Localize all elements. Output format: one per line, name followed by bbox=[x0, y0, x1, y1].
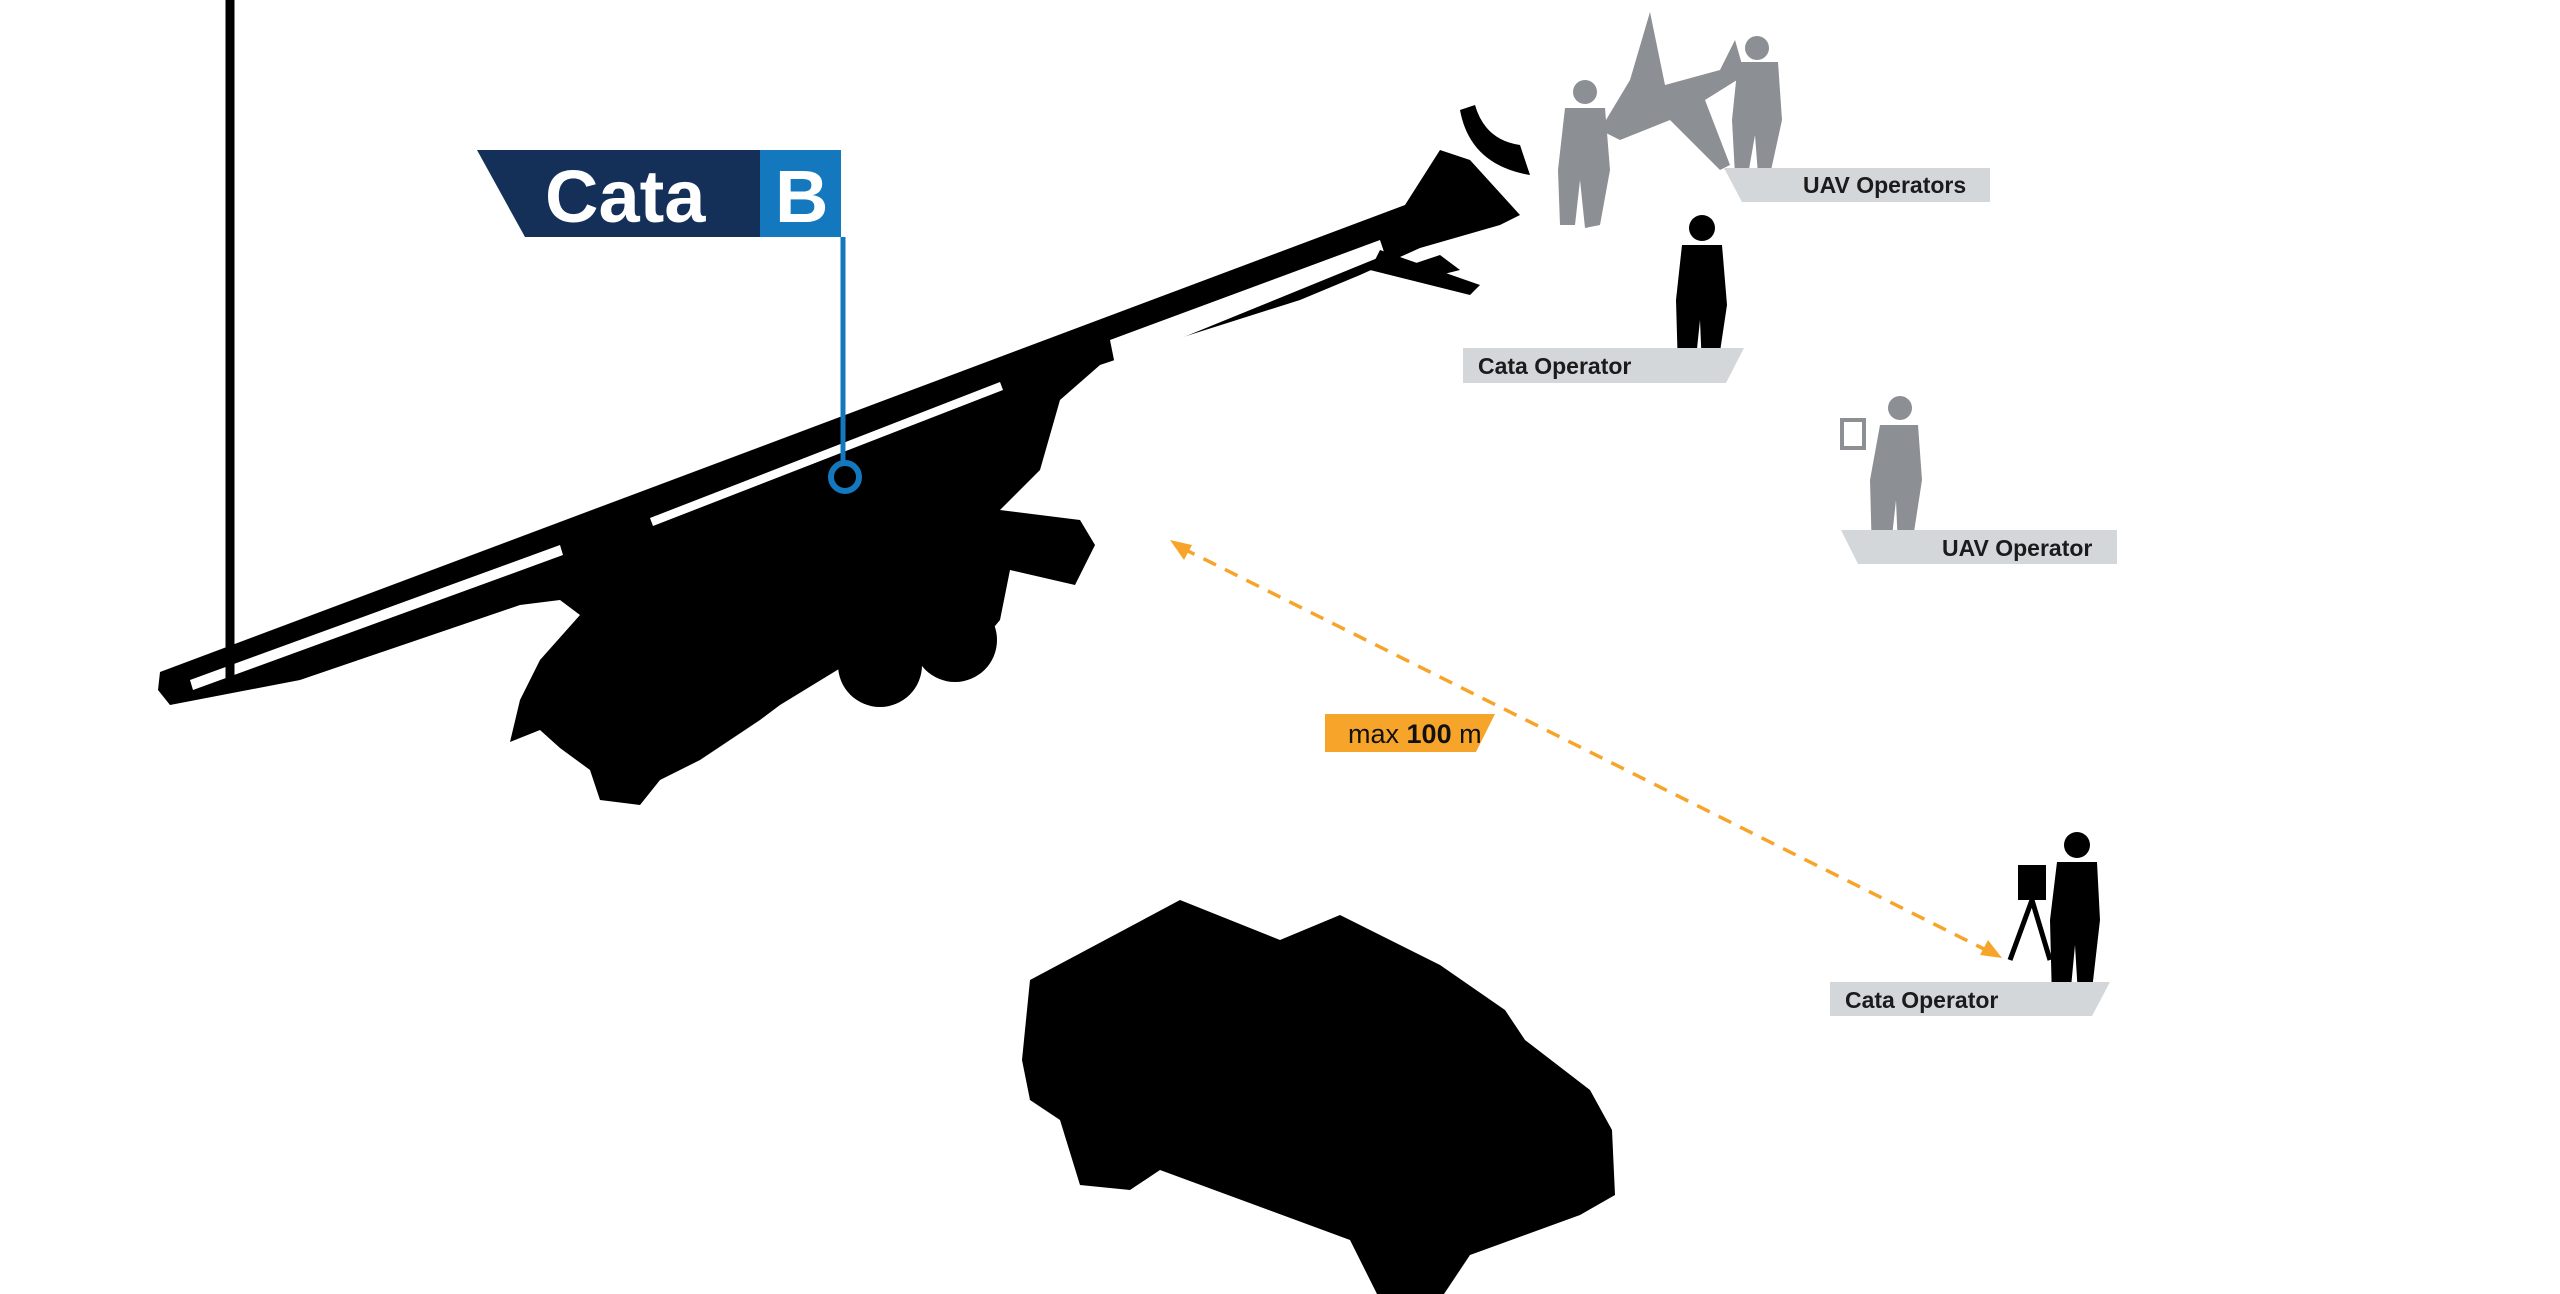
arrowhead-start-icon bbox=[1170, 540, 1192, 560]
role-label-uav-operator: UAV Operator bbox=[1841, 530, 2117, 564]
distance-indicator: max 100 m bbox=[1170, 540, 2002, 958]
cata-operator-bottom-silhouette bbox=[2007, 832, 2100, 1000]
title-suffix: B bbox=[775, 155, 828, 238]
distance-label-bg bbox=[1325, 714, 1495, 752]
title-callout: Cata B bbox=[477, 150, 862, 494]
role-label-cata-operator-top: Cata Operator bbox=[1463, 348, 1744, 383]
cata-operator-top-silhouette bbox=[1676, 215, 1727, 370]
role-label-cata-operator-bottom: Cata Operator bbox=[1830, 982, 2110, 1016]
truck-silhouette bbox=[1022, 900, 1615, 1294]
uav-operator-silhouette bbox=[1840, 396, 1922, 556]
svg-text:Cata Operator: Cata Operator bbox=[1478, 353, 1631, 379]
svg-text:UAV Operator: UAV Operator bbox=[1942, 535, 2092, 561]
catapult-silhouette bbox=[158, 0, 1530, 805]
arrowhead-end-icon bbox=[1980, 940, 2002, 958]
role-label-uav-operators: UAV Operators bbox=[1724, 168, 1990, 202]
svg-text:UAV Operators: UAV Operators bbox=[1803, 172, 1966, 198]
callout-target-icon bbox=[828, 460, 862, 494]
uav-operators-silhouette bbox=[1558, 12, 1782, 228]
distance-label: max 100 m bbox=[1348, 719, 1482, 749]
title-main: Cata bbox=[545, 155, 706, 238]
svg-text:Cata Operator: Cata Operator bbox=[1845, 987, 1998, 1013]
